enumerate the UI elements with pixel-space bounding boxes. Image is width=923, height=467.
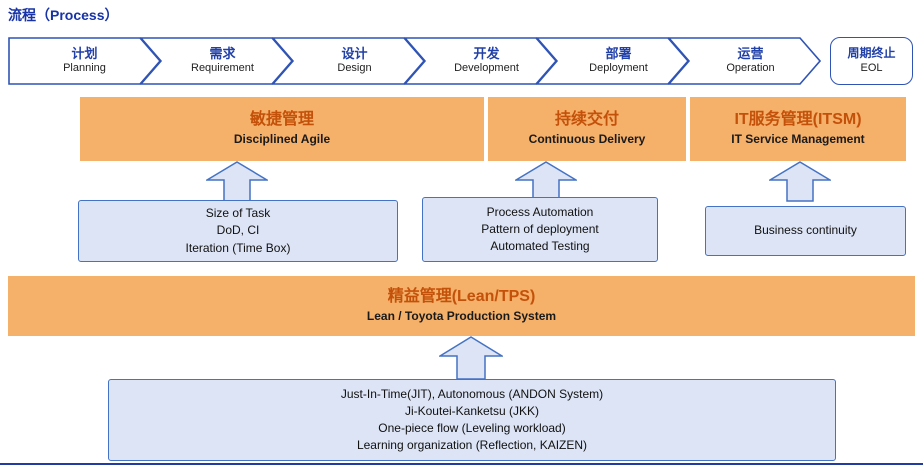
- stage-label-zh: 需求: [209, 45, 236, 61]
- up-arrow-icon: [439, 336, 503, 380]
- up-arrow-icon: [206, 161, 268, 202]
- practice-line: Business continuity: [754, 223, 857, 238]
- process-stage-planning: 计划 Planning: [8, 37, 161, 85]
- practice-line: DoD, CI: [216, 223, 260, 238]
- stage-label-zh: 计划: [71, 45, 98, 61]
- band-agile: 敏捷管理 Disciplined Agile: [80, 97, 484, 161]
- stage-label-en: Deployment: [589, 62, 648, 75]
- page-title: 流程（Process）: [8, 7, 119, 23]
- stage-label-en: Design: [337, 62, 372, 75]
- practice-box-itsm: Business continuity: [705, 206, 906, 256]
- practice-line: Just-In-Time(JIT), Autonomous (ANDON Sys…: [340, 386, 604, 401]
- band-title-zh: IT服务管理(ITSM): [734, 111, 862, 129]
- stage-label-en: Operation: [726, 62, 775, 75]
- process-stage-deployment: 部署 Deployment: [536, 37, 689, 85]
- bottom-divider: [0, 463, 923, 465]
- stage-label-zh: 周期终止: [847, 46, 896, 61]
- practice-box-continuous-delivery: Process Automation Pattern of deployment…: [422, 197, 658, 262]
- process-stage-design: 设计 Design: [272, 37, 425, 85]
- practice-line: Automated Testing: [490, 239, 590, 254]
- up-arrow-icon: [515, 161, 577, 202]
- up-arrow-icon: [769, 161, 831, 202]
- practice-line: Ji-Koutei-Kanketsu (JKK): [404, 403, 540, 418]
- process-stage-requirement: 需求 Requirement: [140, 37, 293, 85]
- band-title-zh: 敏捷管理: [249, 111, 314, 129]
- practice-line: One-piece flow (Leveling workload): [378, 421, 566, 435]
- practice-line: Process Automation: [486, 204, 594, 219]
- chevron-arrow-icon: [668, 37, 821, 85]
- stage-label-zh: 运营: [737, 45, 764, 61]
- band-title-en: Disciplined Agile: [233, 131, 331, 146]
- process-stage-development: 开发 Development: [404, 37, 557, 85]
- band-title-en: Continuous Delivery: [528, 131, 646, 146]
- practice-box-agile: Size of Task DoD, CI Iteration (Time Box…: [78, 200, 398, 262]
- process-stage-operation: 运营 Operation: [668, 37, 821, 85]
- process-stage-eol: 周期终止 EOL: [830, 37, 913, 85]
- band-title-zh: 持续交付: [554, 111, 619, 129]
- practice-box-lean: Just-In-Time(JIT), Autonomous (ANDON Sys…: [108, 379, 836, 461]
- practice-line: Pattern of deployment: [481, 221, 599, 236]
- band-title-zh: 精益管理(Lean/TPS): [387, 288, 536, 306]
- band-title-en: Lean / Toyota Production System: [366, 308, 557, 323]
- band-itsm: IT服务管理(ITSM) IT Service Management: [690, 97, 906, 161]
- band-continuous-delivery: 持续交付 Continuous Delivery: [488, 97, 686, 161]
- stage-label-zh: 设计: [341, 45, 368, 61]
- band-title-en: IT Service Management: [731, 131, 865, 146]
- stage-label-en: EOL: [860, 61, 883, 74]
- stage-label-zh: 部署: [605, 45, 632, 61]
- practice-line: Learning organization (Reflection, KAIZE…: [356, 438, 588, 453]
- practice-line: Size of Task: [205, 206, 271, 221]
- stage-label-zh: 开发: [473, 45, 500, 61]
- stage-label-en: Development: [454, 62, 519, 75]
- practice-line: Iteration (Time Box): [185, 240, 291, 255]
- stage-label-en: Requirement: [191, 62, 254, 75]
- band-lean: 精益管理(Lean/TPS) Lean / Toyota Production …: [8, 276, 915, 336]
- stage-label-en: Planning: [63, 62, 106, 75]
